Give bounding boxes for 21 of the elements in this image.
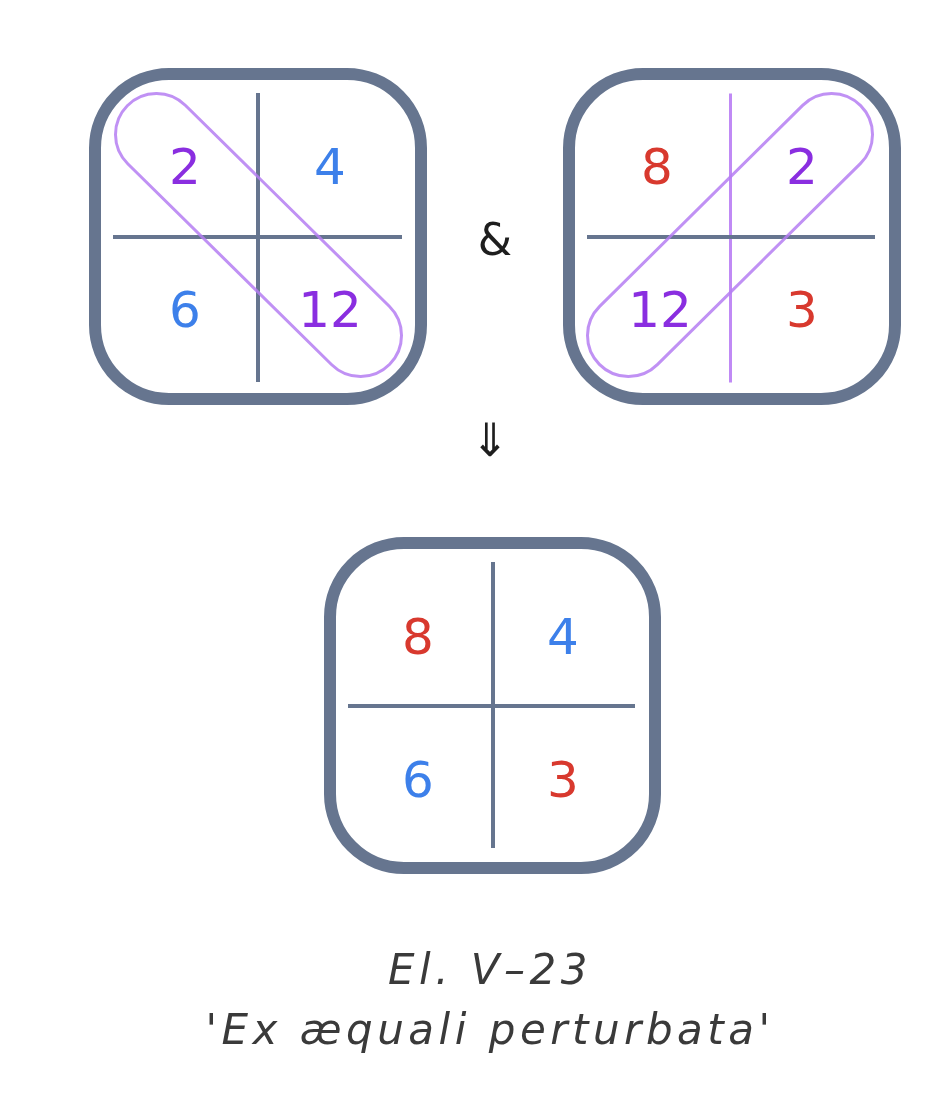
number: 6 (169, 285, 201, 335)
quadrant-square (324, 537, 661, 874)
capsule-outline (586, 92, 874, 378)
number: 6 (402, 755, 434, 805)
number: 2 (169, 142, 201, 192)
quadrant-square (89, 68, 427, 405)
implication-arrow: ⇓ (470, 414, 510, 466)
number: 12 (298, 285, 362, 335)
number: 4 (314, 142, 346, 192)
ampersand: & (477, 215, 513, 265)
number: 3 (547, 755, 579, 805)
number: 2 (786, 142, 818, 192)
number: 8 (402, 612, 434, 662)
capsule-outline (114, 92, 403, 378)
caption: 'Ex æquali perturbata' (205, 1006, 775, 1054)
number: 3 (786, 285, 818, 335)
number: 12 (628, 285, 692, 335)
number: 4 (547, 612, 579, 662)
number: 8 (641, 142, 673, 192)
quadrant-square (563, 68, 901, 405)
caption: El. V–23 (387, 946, 593, 994)
